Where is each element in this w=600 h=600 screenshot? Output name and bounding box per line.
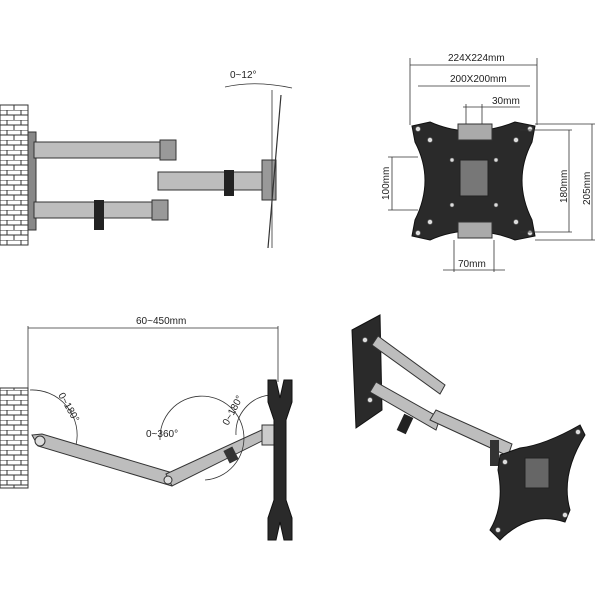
product-perspective-view [351,314,586,541]
middle-swivel-label: 0~360° [146,429,178,440]
extension-label: 60~450mm [136,316,186,327]
lower-arm-joint [151,199,169,221]
upper-arm-3d [371,335,446,395]
wall-swivel-label: 0~180° [55,391,81,424]
lower-arm-clamp [94,200,104,230]
tv-plate-line [267,94,282,249]
wall-bracket [27,131,37,231]
left-height-label: 100mm [381,167,392,200]
front-arm [157,171,271,191]
top-spacing-label: 30mm [492,96,520,107]
bottom-spacing-label: 70mm [458,259,486,270]
swivel-view: 60~450mm 0~180° 0~360° 0~180° [0,316,293,541]
upper-arm [33,141,175,159]
tilt-view: 0~12° [0,70,293,249]
plate-swivel-label: 0~180° [221,394,246,428]
vesa-label: 200X200mm [450,74,507,85]
vesa-plate-side [267,379,293,541]
inner-height-label: 180mm [559,170,570,203]
plate-dimensions-view: 224X224mm 200X200mm 30mm 100mm 180mm 205… [381,53,595,272]
brick-wall [0,104,29,246]
outer-height-label: 205mm [582,172,593,205]
second-arm [165,427,273,487]
front-arm-3d [429,409,513,457]
wall-plate [351,314,383,429]
front-arm-clamp [224,170,234,196]
upper-arm-joint [159,139,177,161]
tilt-label: 0~12° [230,70,257,81]
first-arm [31,433,177,487]
brick-wall [0,387,29,489]
outer-width-label: 224X224mm [448,53,505,64]
